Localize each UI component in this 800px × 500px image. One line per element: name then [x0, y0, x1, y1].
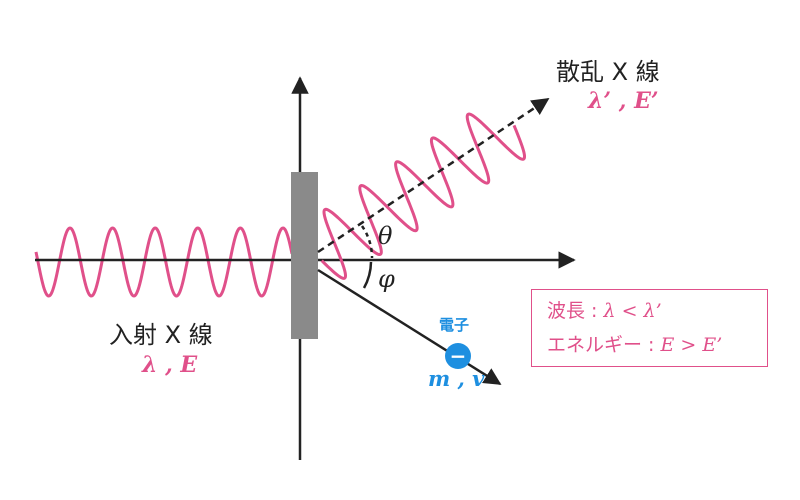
incident-x-ray-params: λ , E: [142, 352, 198, 378]
wavelength-label: 波長 :: [547, 300, 604, 322]
theta-angle-label: θ: [378, 222, 393, 250]
energy-relation: E > E’: [660, 334, 723, 356]
scattered-x-ray-params: λ’ , E’: [588, 88, 659, 114]
relation-info-box: [531, 289, 768, 367]
scattered-x-ray-wave: [320, 112, 527, 280]
phi-angle-arc: [362, 261, 373, 289]
wavelength-relation-line: 波長 : λ < λ’: [547, 296, 662, 323]
scattered-direction-arrow: [317, 97, 550, 254]
incident-x-ray-title: 入射 X 線: [109, 321, 213, 349]
electron-minus-icon: −: [450, 344, 467, 368]
electron-title: 電子: [439, 316, 470, 334]
electron-params: m , v: [428, 366, 485, 391]
phi-angle-label: φ: [378, 265, 395, 293]
wavelength-relation: λ < λ’: [603, 300, 662, 322]
energy-label: エネルギー :: [547, 334, 661, 356]
target-block: [291, 172, 318, 339]
theta-angle-arc: [360, 225, 374, 259]
electron-icon: [445, 343, 471, 369]
scattered-x-ray-title: 散乱 X 線: [556, 58, 660, 86]
incident-x-ray-wave: [34, 226, 294, 298]
electron-recoil-arrow: [317, 268, 502, 386]
energy-relation-line: エネルギー : E > E’: [547, 330, 722, 357]
